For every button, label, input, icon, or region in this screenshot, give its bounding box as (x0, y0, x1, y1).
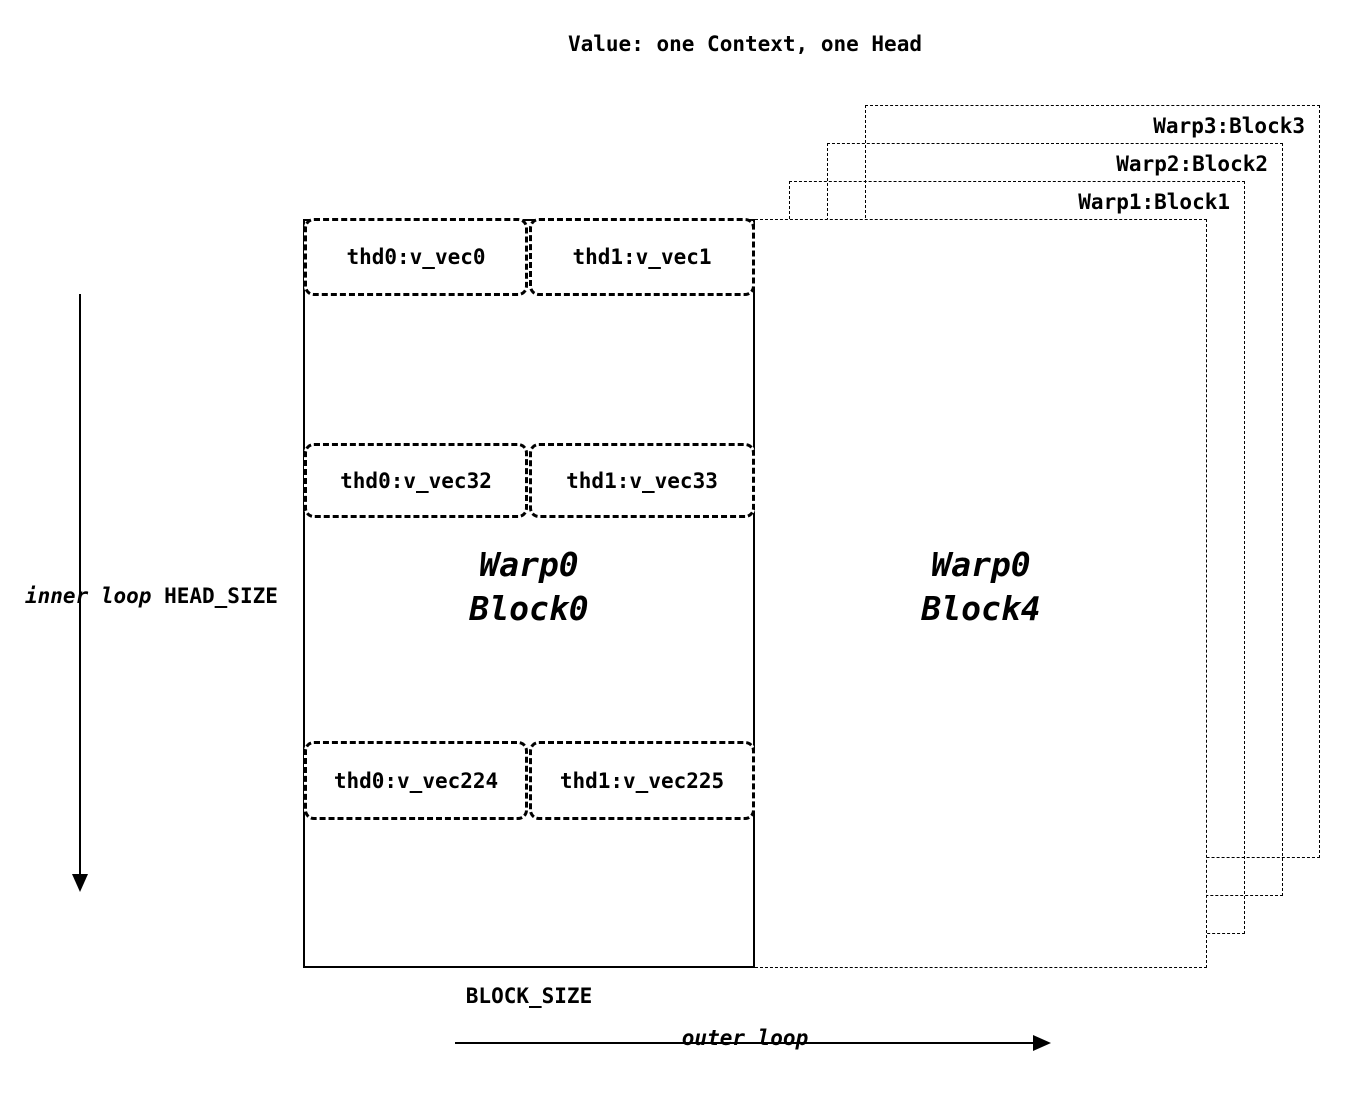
thread-cell-r1-left: thd0:v_vec32 (304, 443, 528, 518)
thread-cell-label: thd1:v_vec33 (566, 468, 718, 493)
warp0-block0-rect (303, 219, 755, 968)
thread-cell-label: thd1:v_vec1 (572, 245, 712, 269)
outer-loop-label: outer loop (681, 1026, 809, 1050)
warp0-block4-label: Warp0 Block4 (755, 543, 1207, 631)
thread-cell-label: thd0:v_vec224 (333, 768, 499, 793)
inner-loop-label: inner loop HEAD_SIZE (25, 584, 278, 608)
thread-cell-label: thd0:v_vec0 (346, 245, 486, 269)
outer-loop-arrow (455, 1042, 1035, 1044)
inner-loop-arrow (79, 294, 81, 876)
outer-loop-arrowhead-icon (1033, 1035, 1051, 1051)
thread-cell-r2-right: thd1:v_vec225 (529, 741, 755, 820)
inner-loop-arrowhead-icon (72, 874, 88, 892)
thread-cell-r0-left: thd0:v_vec0 (304, 218, 528, 296)
back-block-label: Warp3:Block3 (1153, 114, 1305, 138)
thread-cell-label: thd1:v_vec225 (559, 768, 725, 793)
warp0-block0-label: Warp0 Block0 (303, 543, 755, 631)
thread-cell-r1-right: thd1:v_vec33 (529, 443, 755, 518)
thread-cell-label: thd0:v_vec32 (340, 468, 492, 493)
warp0-block0-label-line1: Warp0 (479, 545, 579, 584)
inner-loop-label-italic: inner loop (25, 584, 152, 608)
label-space (151, 584, 164, 608)
back-block-label: Warp1:Block1 (1078, 190, 1230, 214)
thread-cell-r2-left: thd0:v_vec224 (304, 741, 528, 820)
warp0-block4-label-line2: Block4 (921, 589, 1041, 628)
back-block-label: Warp2:Block2 (1116, 152, 1268, 176)
thread-cell-r0-right: thd1:v_vec1 (529, 218, 755, 296)
block-size-label: BLOCK_SIZE (465, 984, 593, 1008)
head-size-label: HEAD_SIZE (164, 584, 278, 608)
warp0-block0-label-line2: Block0 (469, 589, 589, 628)
warp0-block4-label-line1: Warp0 (931, 545, 1031, 584)
warp0-block4-rect (755, 219, 1207, 968)
diagram-title: Value: one Context, one Head (567, 32, 922, 56)
warp0-row: thd0:v_vec0 thd1:v_vec1 thd0:v_vec32 thd… (303, 218, 1207, 968)
